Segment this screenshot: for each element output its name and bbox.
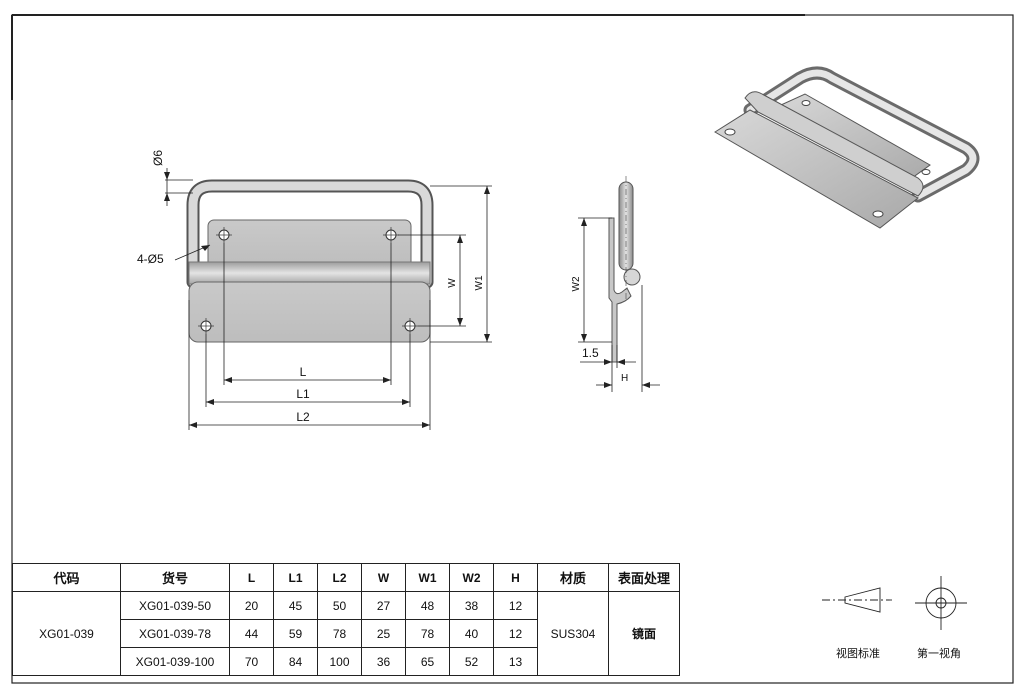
bend-band bbox=[188, 261, 431, 285]
header-W: W bbox=[361, 563, 406, 592]
cell-L1: 59 bbox=[273, 619, 318, 648]
dim-phi6-label: Ø6 bbox=[151, 150, 165, 166]
cell-W: 36 bbox=[361, 647, 406, 676]
header-L2: L2 bbox=[317, 563, 362, 592]
view-standard-symbol bbox=[844, 587, 881, 613]
table-row: XG01-039-78 44 59 78 25 78 40 12 bbox=[13, 619, 680, 648]
cell-L2: 50 bbox=[317, 591, 362, 620]
side-view: W2 1.5 H bbox=[571, 176, 660, 392]
cell-L1: 45 bbox=[273, 591, 318, 620]
dim-L-label: L bbox=[300, 365, 307, 379]
cell-L: 44 bbox=[229, 619, 274, 648]
table-row: XG01-039 XG01-039-50 20 45 50 27 48 38 1… bbox=[12, 591, 680, 676]
cell-W1: 48 bbox=[405, 591, 450, 620]
iso-lower-flange bbox=[714, 109, 919, 229]
header-L: L bbox=[229, 563, 274, 592]
cell-finish: 镜面 bbox=[608, 591, 680, 676]
header-W1: W1 bbox=[405, 563, 450, 592]
iso-handle-loop-highlight bbox=[746, 69, 977, 200]
cell-W2: 40 bbox=[449, 619, 494, 648]
header-material: 材质 bbox=[537, 563, 609, 592]
dim-H-label: H bbox=[621, 373, 628, 384]
cell-part-no: XG01-039-78 bbox=[120, 619, 230, 648]
cell-L: 20 bbox=[229, 591, 274, 620]
first-angle-symbol bbox=[915, 576, 967, 630]
header-H: H bbox=[493, 563, 538, 592]
cell-L2: 78 bbox=[317, 619, 362, 648]
cell-part-no: XG01-039-100 bbox=[120, 647, 230, 676]
cell-H: 12 bbox=[493, 619, 538, 648]
dim-thickness-label: 1.5 bbox=[582, 346, 599, 360]
cell-W: 25 bbox=[361, 619, 406, 648]
upper-plate bbox=[207, 219, 412, 269]
isometric-view bbox=[714, 66, 980, 229]
side-dimension-arrows bbox=[581, 218, 650, 388]
table-header-row: 代码 货号 L L1 L2 W W1 W2 H 材质 表面处理 bbox=[12, 563, 680, 592]
cell-L2: 100 bbox=[317, 647, 362, 676]
header-W2: W2 bbox=[449, 563, 494, 592]
handle-loop-highlight bbox=[188, 181, 432, 287]
dim-holes-label: 4-Ø5 bbox=[137, 252, 164, 266]
cell-W2: 52 bbox=[449, 647, 494, 676]
cell-H: 12 bbox=[493, 591, 538, 620]
header-L1: L1 bbox=[273, 563, 318, 592]
cell-W2: 38 bbox=[449, 591, 494, 620]
dimension-lines bbox=[165, 168, 492, 430]
cell-W: 27 bbox=[361, 591, 406, 620]
side-plate bbox=[608, 217, 632, 363]
lower-flange bbox=[188, 281, 431, 343]
cell-code: XG01-039 bbox=[12, 591, 121, 676]
table-row: XG01-039-100 70 84 100 36 65 52 13 bbox=[13, 647, 680, 676]
cell-W1: 78 bbox=[405, 619, 450, 648]
header-finish: 表面处理 bbox=[608, 563, 680, 592]
spec-table: 代码 货号 L L1 L2 W W1 W2 H 材质 表面处理 XG01-039… bbox=[12, 563, 680, 676]
dim-W2-label: W2 bbox=[571, 276, 582, 291]
hole-centerlines bbox=[198, 227, 418, 334]
dim-W-label: W bbox=[447, 278, 458, 288]
cell-L1: 84 bbox=[273, 647, 318, 676]
dim-L1-label: L1 bbox=[296, 387, 310, 401]
dim-L2-label: L2 bbox=[296, 410, 310, 424]
header-code: 代码 bbox=[12, 563, 121, 592]
view-standard-label: 视图标准 bbox=[836, 647, 880, 660]
iso-bend bbox=[744, 91, 924, 197]
iso-holes bbox=[724, 100, 931, 218]
cell-L: 70 bbox=[229, 647, 274, 676]
front-view: Ø6 4-Ø5 L L1 L2 W W1 bbox=[137, 150, 492, 430]
first-angle-label: 第一视角 bbox=[917, 647, 961, 660]
cell-material: SUS304 bbox=[537, 591, 609, 676]
dim-W1-label: W1 bbox=[474, 275, 485, 290]
cell-H: 13 bbox=[493, 647, 538, 676]
header-part-no: 货号 bbox=[120, 563, 230, 592]
projection-legend bbox=[822, 576, 967, 630]
dimension-arrows bbox=[164, 172, 490, 428]
cell-part-no: XG01-039-50 bbox=[120, 591, 230, 620]
rod-bend bbox=[623, 268, 641, 286]
cell-W1: 65 bbox=[405, 647, 450, 676]
